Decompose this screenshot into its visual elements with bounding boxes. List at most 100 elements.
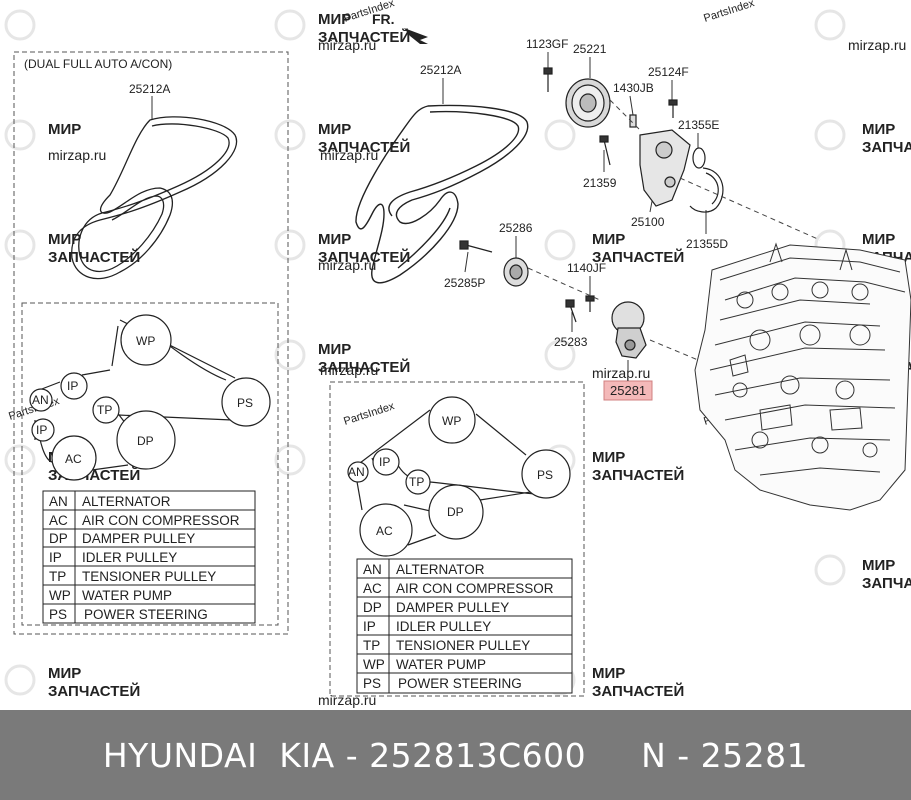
svg-text:PartsIndex: PartsIndex xyxy=(702,0,756,25)
legend-table-left: AN ALTERNATOR AC AIR CON COMPRESSOR DP D… xyxy=(42,490,256,624)
svg-text:AIR CON COMPRESSOR: AIR CON COMPRESSOR xyxy=(396,581,554,596)
svg-text:МИР: МИР xyxy=(862,557,895,574)
svg-text:25124F: 25124F xyxy=(648,65,689,79)
svg-text:PS: PS xyxy=(537,468,553,482)
svg-text:WP: WP xyxy=(442,414,461,428)
table-row: DP xyxy=(49,531,68,546)
parts-drawings xyxy=(459,67,724,359)
legend-table-right: AN ALTERNATOR AC AIR CON COMPRESSOR DP D… xyxy=(356,558,573,694)
svg-text:TP: TP xyxy=(409,475,424,489)
svg-text:AC: AC xyxy=(65,452,82,466)
front-arrow-icon xyxy=(404,28,428,44)
svg-text:ЗАПЧАСТЕЙ: ЗАПЧАСТЕЙ xyxy=(318,358,410,376)
left-pulley-frame xyxy=(21,302,279,626)
svg-text:WATER PUMP: WATER PUMP xyxy=(82,588,172,603)
svg-text:AC: AC xyxy=(376,524,393,538)
table-row: AC xyxy=(49,513,68,528)
table-row: TP xyxy=(49,569,66,584)
svg-text:WP: WP xyxy=(136,334,155,348)
svg-text:mirzap.ru: mirzap.ru xyxy=(318,692,376,708)
svg-text:mirzap.ru: mirzap.ru xyxy=(592,365,650,381)
svg-text:ЗАПЧАСТЕЙ: ЗАПЧАСТЕЙ xyxy=(862,574,911,592)
svg-text:mirzap.ru: mirzap.ru xyxy=(318,37,376,53)
svg-text:МИР: МИР xyxy=(592,231,625,248)
svg-text:IDLER PULLEY: IDLER PULLEY xyxy=(82,550,177,565)
svg-text:25221: 25221 xyxy=(573,42,607,56)
svg-text:TP: TP xyxy=(97,403,112,417)
svg-text:ЗАПЧАСТЕЙ: ЗАПЧАСТЕЙ xyxy=(592,466,684,484)
svg-text:mirzap.ru: mirzap.ru xyxy=(320,362,378,378)
table-row: PS xyxy=(363,676,381,691)
svg-text:МИР: МИР xyxy=(862,231,895,248)
svg-text:IP: IP xyxy=(67,379,78,393)
table-row: WP xyxy=(49,588,71,603)
belt-left-drawing xyxy=(71,116,238,280)
svg-text:ЗАПЧАСТЕЙ: ЗАПЧАСТЕЙ xyxy=(862,138,911,156)
svg-text:IDLER PULLEY: IDLER PULLEY xyxy=(396,619,491,634)
svg-text:ALTERNATOR: ALTERNATOR xyxy=(82,494,171,509)
svg-text:POWER STEERING: POWER STEERING xyxy=(398,676,522,691)
watermark-ru-text: МИР ЗАПЧАСТЕЙ МИР МИР ЗАПЧАСТЕЙ МИР ЗАПЧ… xyxy=(48,11,911,700)
svg-text:mirzap.ru: mirzap.ru xyxy=(320,147,378,163)
svg-text:21355E: 21355E xyxy=(678,118,719,132)
svg-text:AIR CON COMPRESSOR: AIR CON COMPRESSOR xyxy=(82,513,240,528)
svg-text:ЗАПЧАСТЕЙ: ЗАПЧАСТЕЙ xyxy=(48,248,140,266)
svg-text:25100: 25100 xyxy=(631,215,665,229)
svg-text:ALTERNATOR: ALTERNATOR xyxy=(396,562,485,577)
svg-text:ЗАПЧАСТЕЙ: ЗАПЧАСТЕЙ xyxy=(592,248,684,266)
svg-text:AN: AN xyxy=(32,393,49,407)
svg-text:25285P: 25285P xyxy=(444,276,485,290)
left-panel-frame xyxy=(13,51,289,635)
belt-left-label: 25212A xyxy=(129,82,170,96)
table-row: WP xyxy=(363,657,385,672)
svg-text:МИР: МИР xyxy=(48,665,81,682)
svg-text:ЗАПЧАСТЕЙ: ЗАПЧАСТЕЙ xyxy=(318,28,410,46)
belt-main-drawing xyxy=(355,104,529,284)
table-row: IP xyxy=(363,619,376,634)
svg-text:PS: PS xyxy=(237,396,253,410)
svg-text:POWER STEERING: POWER STEERING xyxy=(84,607,208,622)
svg-text:ЗАПЧАСТЕЙ: ЗАПЧАСТЕЙ xyxy=(318,138,410,156)
target-part-number: 25281 xyxy=(610,383,646,398)
svg-text:МИР: МИР xyxy=(592,665,625,682)
engine-block-drawing xyxy=(694,242,911,511)
footer-part-number-text: HYUNDAI KIA - 252813C600 N - 25281 xyxy=(102,735,809,775)
table-row: AN xyxy=(363,562,382,577)
svg-text:МИР: МИР xyxy=(318,121,351,138)
parts-diagram: МИР ЗАПЧАСТЕЙ МИР МИР ЗАПЧАСТЕЙ МИР ЗАПЧ… xyxy=(4,0,911,708)
svg-text:МИР: МИР xyxy=(318,341,351,358)
svg-text:21355D: 21355D xyxy=(686,237,728,251)
svg-text:МИР: МИР xyxy=(318,11,351,28)
section-title: (DUAL FULL AUTO A/CON) xyxy=(24,57,172,71)
svg-text:TENSIONER PULLEY: TENSIONER PULLEY xyxy=(396,638,530,653)
svg-text:DAMPER PULLEY: DAMPER PULLEY xyxy=(396,600,509,615)
front-direction-label: FR. xyxy=(372,11,395,27)
svg-text:МИР: МИР xyxy=(48,231,81,248)
svg-text:МИР: МИР xyxy=(318,231,351,248)
svg-text:DP: DP xyxy=(447,505,464,519)
svg-text:25286: 25286 xyxy=(499,221,533,235)
table-row: IP xyxy=(49,550,62,565)
svg-text:PartsIndex: PartsIndex xyxy=(342,400,396,428)
table-row: AC xyxy=(363,581,382,596)
svg-text:mirzap.ru: mirzap.ru xyxy=(848,37,906,53)
pulleys-left: WP IP AN IP TP PS DP AC xyxy=(29,314,271,481)
svg-text:IP: IP xyxy=(379,455,390,469)
svg-text:ЗАПЧАСТЕЙ: ЗАПЧАСТЕЙ xyxy=(318,248,410,266)
svg-text:1140JF: 1140JF xyxy=(567,261,606,275)
svg-text:25283: 25283 xyxy=(554,335,588,349)
svg-text:21359: 21359 xyxy=(583,176,617,190)
svg-text:ЗАПЧАСТЕЙ: ЗАПЧАСТЕЙ xyxy=(592,682,684,700)
svg-text:МИР: МИР xyxy=(862,121,895,138)
svg-text:ЗАПЧАСТЕЙ: ЗАПЧАСТЕЙ xyxy=(48,682,140,700)
svg-text:AN: AN xyxy=(348,465,365,479)
svg-text:DAMPER PULLEY: DAMPER PULLEY xyxy=(82,531,195,546)
table-row: TP xyxy=(363,638,380,653)
part-labels: 1123GF 25221 1430JB 25124F 21355E 21359 … xyxy=(444,37,728,349)
svg-text:TENSIONER PULLEY: TENSIONER PULLEY xyxy=(82,569,216,584)
right-pulley-frame xyxy=(329,381,585,697)
svg-text:1430JB: 1430JB xyxy=(613,81,654,95)
table-row: PS xyxy=(49,607,67,622)
svg-text:1123GF: 1123GF xyxy=(526,37,568,51)
svg-text:mirzap.ru: mirzap.ru xyxy=(318,257,376,273)
